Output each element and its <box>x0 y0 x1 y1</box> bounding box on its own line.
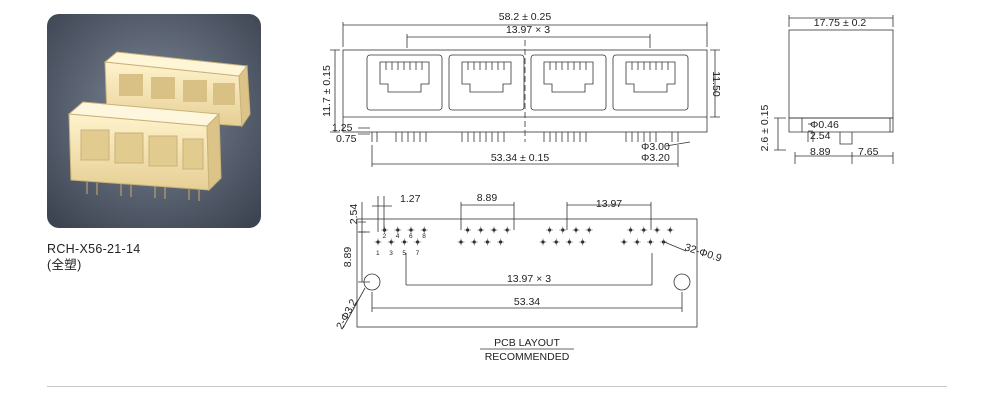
pcb-hole-crosshair <box>620 238 628 246</box>
pcb-title-top: PCB LAYOUT <box>494 337 560 349</box>
row-spacing-label: 2.54 <box>348 204 360 225</box>
pcb-hole-crosshair <box>387 238 395 246</box>
side-view <box>774 15 894 164</box>
pcb-hole-crosshair <box>546 226 554 234</box>
pcb-hole-crosshair <box>420 226 428 234</box>
pin-number: 3 <box>389 250 393 257</box>
pcb-hole-crosshair <box>503 226 511 234</box>
pcb-hole-crosshair <box>646 238 654 246</box>
model-number: RCH-X56-21-14 <box>47 242 141 256</box>
jack-3 <box>530 54 607 111</box>
side-depth-label: 17.75 ± 0.2 <box>814 17 867 29</box>
inner-height-label: 11.50 <box>710 71 722 97</box>
pcb-vertical-label: 8.89 <box>342 247 354 268</box>
pcb-hole-crosshair <box>381 226 389 234</box>
pcb-hole-crosshair <box>483 238 491 246</box>
pin-number: 1 <box>376 250 380 257</box>
pcb-title-bottom: RECOMMENDED <box>485 351 570 363</box>
product-photo <box>47 14 261 228</box>
pin-number: 2 <box>383 233 387 240</box>
pcb-layout <box>342 196 698 350</box>
pcb-hole-crosshair <box>457 238 465 246</box>
front-pins <box>371 132 679 142</box>
side-dim-1-label: 8.89 <box>810 146 831 158</box>
pin-number: 5 <box>402 250 406 257</box>
pcb-hole-crosshair <box>559 226 567 234</box>
product-caption: RCH-X56-21-14 (全塑) <box>47 241 141 273</box>
side-pitch-label: 2.54 <box>810 130 831 142</box>
pin-number: 7 <box>416 250 420 257</box>
pcb-hole-crosshair <box>414 238 422 246</box>
jack-4 <box>612 54 689 111</box>
pcb-port-pitch-label: 13.97 <box>596 198 622 210</box>
material-note: (全塑) <box>47 258 82 272</box>
pcb-hole-crosshair <box>407 226 415 234</box>
pcb-hole-crosshair <box>660 238 668 246</box>
pcb-hole-crosshair <box>497 238 505 246</box>
pcb-hole-crosshair <box>666 226 674 234</box>
dim-a-label: 1.25 <box>332 122 353 134</box>
pcb-hole-crosshair <box>552 238 560 246</box>
pcb-hole-group <box>374 226 674 246</box>
pcb-hole-crosshair <box>579 238 587 246</box>
pcb-hole-crosshair <box>565 238 573 246</box>
jack-1 <box>366 54 443 111</box>
pcb-hole-crosshair <box>653 226 661 234</box>
pin-number: 4 <box>396 233 400 240</box>
pcb-hole-crosshair <box>640 226 648 234</box>
mount-hole-label: 2-Φ3.2 <box>334 297 360 331</box>
connector-illustration <box>47 14 261 228</box>
pcb-hole-crosshair <box>477 226 485 234</box>
front-view <box>330 22 720 167</box>
overall-width-label: 58.2 ± 0.25 <box>499 11 552 23</box>
port-pitch-label: 13.97 × 3 <box>506 24 550 36</box>
pcb-hole-crosshair <box>400 238 408 246</box>
pcb-hole-crosshair <box>572 226 580 234</box>
pcb-hole-crosshair <box>470 238 478 246</box>
pcb-hole-crosshair <box>539 238 547 246</box>
dim-b-label: 0.75 <box>336 133 357 145</box>
pin-pitch-label: 1.27 <box>400 193 421 205</box>
dia-2-label: Φ3.20 <box>641 152 670 164</box>
pcb-hole-crosshair <box>627 226 635 234</box>
bottom-divider <box>47 386 947 387</box>
pin-number-group: 1 2 3 4 5 6 7 8 <box>376 233 426 257</box>
front-height-label: 11.7 ± 0.15 <box>321 65 333 117</box>
pcb-hole-crosshair <box>374 238 382 246</box>
pcb-hole-crosshair <box>490 226 498 234</box>
pcb-hole-crosshair <box>464 226 472 234</box>
port-width-label: 8.89 <box>477 192 498 204</box>
pcb-overall-label: 53.34 <box>514 296 540 308</box>
pin-dia-label: Φ0.46 <box>810 119 839 131</box>
pin-number: 6 <box>409 233 413 240</box>
pin-span-label: 53.34 ± 0.15 <box>491 152 549 164</box>
pcb-hole-crosshair <box>633 238 641 246</box>
pcb-port-pitch-total-label: 13.97 × 3 <box>507 273 551 285</box>
side-dim-2-label: 7.65 <box>858 146 879 158</box>
side-height-label: 2.6 ± 0.15 <box>759 105 771 152</box>
pcb-hole-crosshair <box>394 226 402 234</box>
dia-1-label: Φ3.00 <box>641 141 670 153</box>
pin-number: 8 <box>422 233 426 240</box>
pcb-hole-crosshair <box>585 226 593 234</box>
connector-front <box>67 101 222 201</box>
jack-2 <box>448 54 525 111</box>
